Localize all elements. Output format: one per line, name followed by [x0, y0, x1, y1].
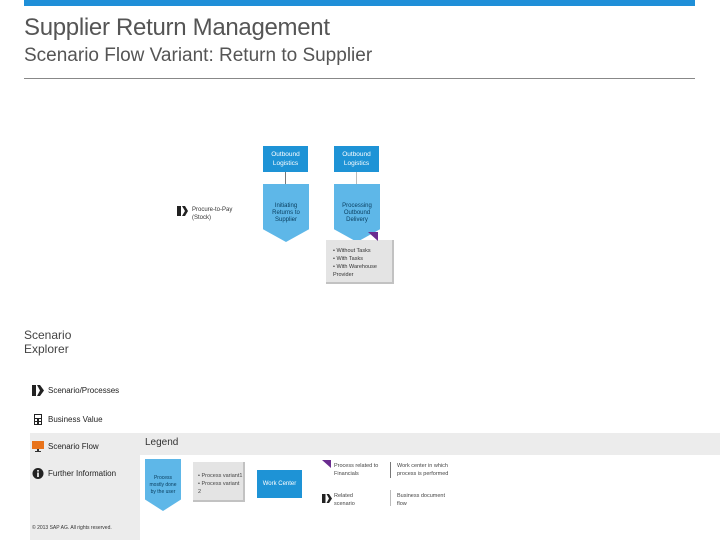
legend-variant-list: • Process variant1 • Process variant 2: [198, 472, 243, 496]
variant-marker-icon: [368, 232, 378, 241]
legend-process-step-label: Process mostly done by the user: [149, 474, 177, 495]
legend-process-step: Process mostly done by the user: [145, 459, 181, 511]
nav-further-information[interactable]: Further Information: [32, 466, 116, 480]
legend-work-center-line: [390, 462, 391, 478]
nav-label: Business Value: [48, 414, 103, 424]
variant-option: • With Warehouse Provider: [333, 264, 377, 278]
step-processing-outbound-delivery[interactable]: Processing Outbound Delivery: [334, 184, 380, 242]
nav-label: Scenario Flow: [48, 441, 99, 451]
step-initiating-returns[interactable]: Initiating Returns to Supplier: [263, 184, 309, 242]
legend-work-center: Work Center: [257, 470, 302, 498]
legend-work-center-note: Work center in which process is performe…: [397, 463, 449, 477]
nav-label: Scenario/Processes: [48, 385, 120, 395]
variant-card[interactable]: [326, 240, 394, 284]
legend-variant-item: • Process variant1: [198, 473, 243, 479]
monitor-icon: [32, 440, 44, 452]
legend-process-related: Process related to Financials: [334, 463, 379, 477]
explorer-title: Scenario Explorer: [24, 328, 71, 356]
header-divider: [24, 78, 695, 79]
step-label: Processing Outbound Delivery: [342, 202, 372, 223]
legend-document-flow-line: [390, 490, 391, 506]
variant-option: • With Tasks: [333, 256, 363, 262]
nav-scenario-flow[interactable]: Scenario Flow: [32, 439, 132, 453]
lane-label: Outbound Logistics: [271, 151, 300, 167]
nav-label: Further Information: [48, 468, 117, 478]
page-subtitle: Scenario Flow Variant: Return to Supplie…: [24, 45, 373, 66]
explorer-title-line: Explorer: [24, 342, 69, 356]
scenario-processes-icon: [32, 384, 44, 396]
legend-related-scenario: Related scenario: [334, 493, 355, 507]
related-scenario-icon: [322, 494, 332, 503]
lane-outbound-logistics-1[interactable]: Outbound Logistics: [263, 146, 308, 172]
info-icon: [32, 467, 44, 479]
legend-document-flow: Business document flow: [397, 493, 445, 507]
copyright: © 2013 SAP AG. All rights reserved.: [32, 525, 112, 531]
variant-option: • Without Tasks: [333, 248, 371, 254]
lane-label: Outbound Logistics: [342, 151, 371, 167]
lane-connector: [285, 172, 286, 184]
nav-business-value[interactable]: Business Value: [32, 412, 103, 426]
step-label: Initiating Returns to Supplier: [272, 202, 300, 223]
legend-variant-card: [193, 462, 245, 502]
financials-marker-icon: [322, 460, 331, 468]
external-process-icon: [177, 206, 188, 216]
page-title: Supplier Return Management: [24, 14, 330, 41]
calculator-icon: [34, 413, 42, 425]
explorer-title-line: Scenario: [24, 328, 72, 342]
external-process-label[interactable]: Procure-to-Pay (Stock): [192, 207, 233, 221]
lane-connector: [356, 172, 357, 184]
lane-outbound-logistics-2[interactable]: Outbound Logistics: [334, 146, 379, 172]
legend-variant-item: • Process variant 2: [198, 481, 240, 495]
variant-options: • Without Tasks • With Tasks • With Ware…: [333, 247, 393, 279]
nav-scenario-processes[interactable]: Scenario/Processes: [32, 383, 119, 397]
legend-work-center-label: Work Center: [262, 480, 297, 487]
top-accent-bar: [24, 0, 695, 6]
legend-title: Legend: [145, 437, 179, 448]
